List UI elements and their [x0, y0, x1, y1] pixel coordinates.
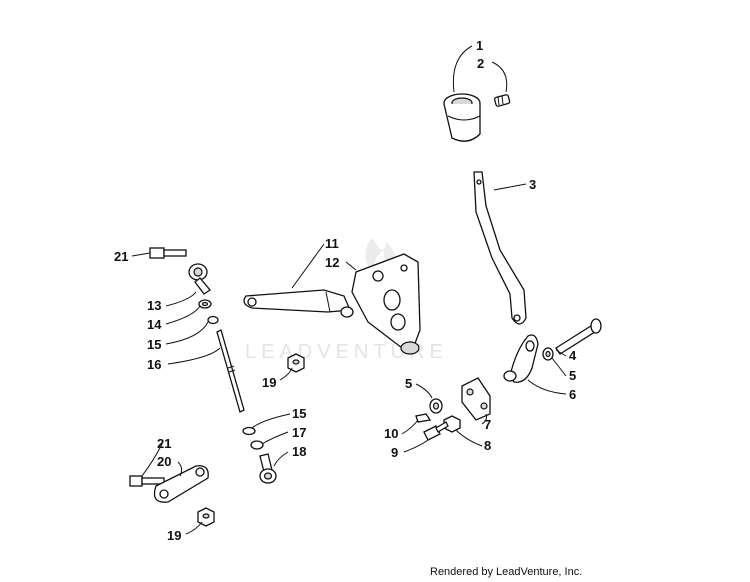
washer-left	[429, 398, 443, 414]
callout-12: 12	[325, 255, 339, 270]
rod-end-bottom	[259, 453, 277, 484]
clevis-pin	[555, 318, 602, 355]
nut-bottom	[250, 440, 264, 450]
callout-15-top: 15	[147, 337, 161, 352]
bolt-top	[149, 247, 187, 259]
shift-knob	[443, 93, 481, 142]
linkage-arm	[503, 334, 539, 383]
callout-20: 20	[157, 454, 171, 469]
set-screw	[494, 94, 511, 107]
callout-16: 16	[147, 357, 161, 372]
nut-lower	[197, 507, 215, 527]
callout-15-bottom: 15	[292, 406, 306, 421]
clevis-block	[461, 377, 491, 421]
callout-2: 2	[477, 56, 484, 71]
shift-bracket	[351, 253, 421, 355]
washer-right	[542, 347, 554, 361]
washer-top	[207, 315, 219, 325]
callout-21-top: 21	[114, 249, 128, 264]
callout-5-left: 5	[405, 376, 412, 391]
shift-lever	[473, 171, 527, 325]
callout-1: 1	[476, 38, 483, 53]
callout-6: 6	[569, 387, 576, 402]
callout-21-bottom: 21	[157, 436, 171, 451]
callout-8: 8	[484, 438, 491, 453]
shift-rod	[216, 329, 245, 413]
callout-14: 14	[147, 317, 162, 332]
rod-end-top	[188, 263, 211, 295]
callout-10: 10	[384, 426, 398, 441]
nut-top	[198, 299, 212, 309]
callout-11: 11	[325, 236, 339, 251]
credit-text: Rendered by LeadVenture, Inc.	[430, 566, 583, 578]
washer-bottom	[242, 426, 256, 436]
callout-3: 3	[529, 177, 536, 192]
shift-arm	[243, 289, 354, 318]
callout-19-bottom: 19	[167, 528, 181, 543]
callout-13: 13	[147, 298, 161, 313]
bolt-bottom	[129, 475, 165, 487]
callout-17: 17	[292, 425, 306, 440]
callout-4: 4	[569, 348, 577, 363]
callout-18: 18	[292, 444, 306, 459]
callout-labels: 1 2 3 11 12 21 13 14 15 16 19 15 17 18 2…	[114, 38, 577, 543]
callout-7: 7	[484, 417, 491, 432]
lower-arm	[153, 465, 209, 503]
callout-9: 9	[391, 445, 398, 460]
callout-5-right: 5	[569, 368, 576, 383]
callout-19-middle: 19	[262, 375, 276, 390]
nut-middle	[287, 353, 305, 373]
cap-screw	[423, 421, 449, 441]
leader-lines	[131, 45, 567, 535]
cotter-pin	[415, 413, 432, 423]
